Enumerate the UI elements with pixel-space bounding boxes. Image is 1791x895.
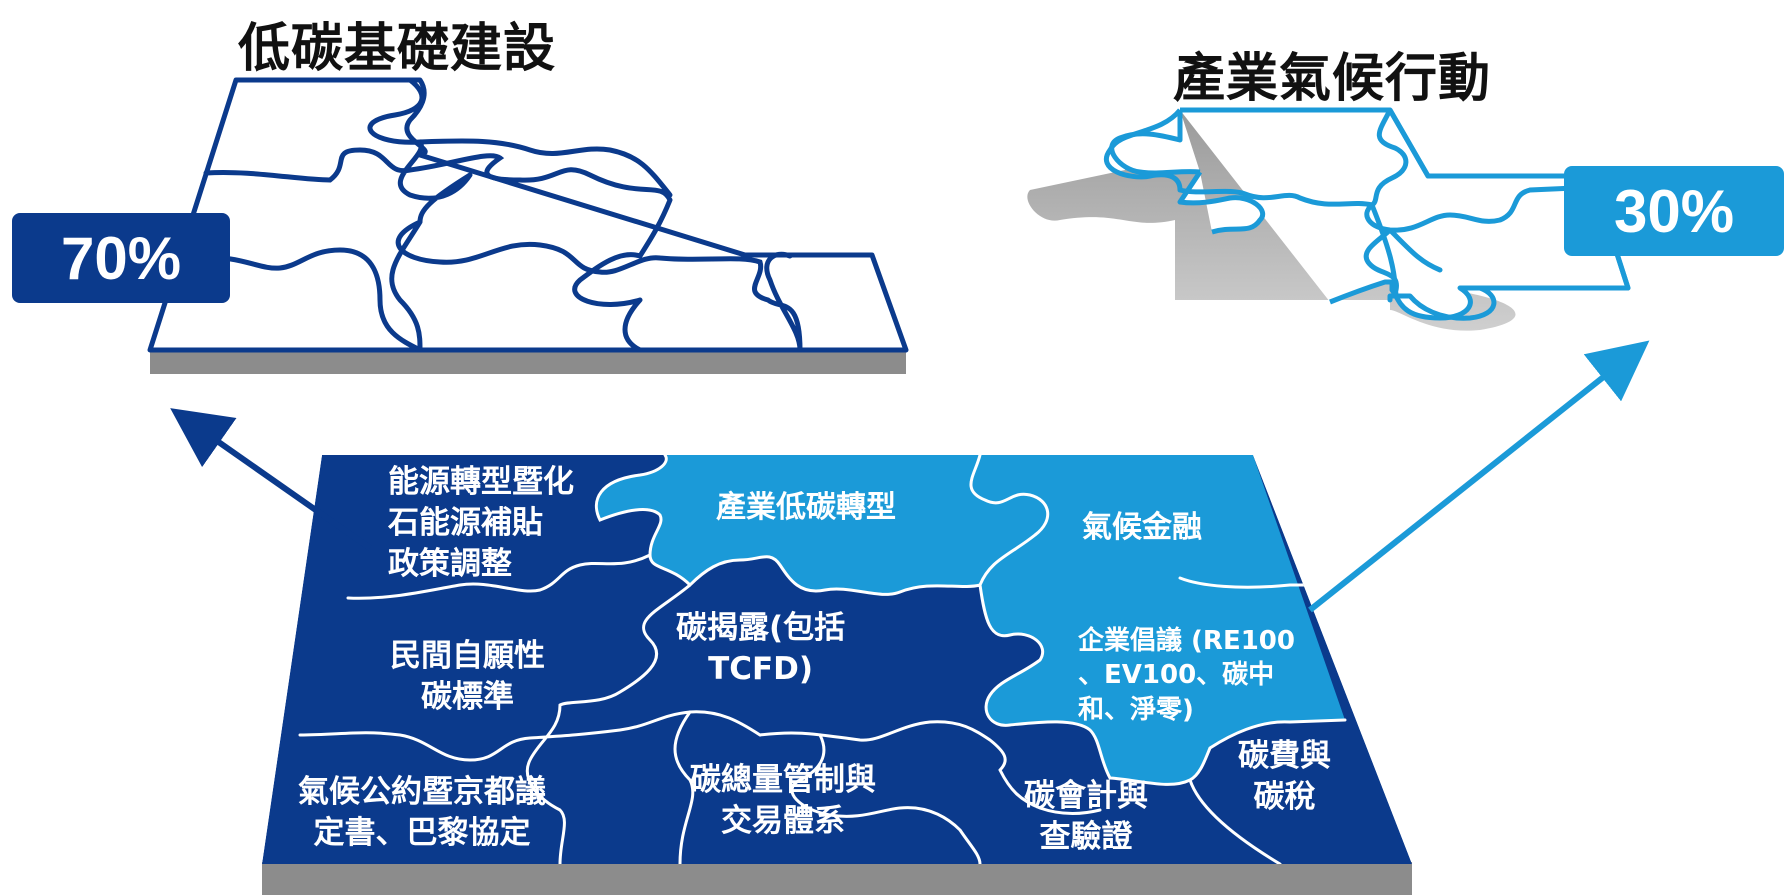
left-puzzle-base bbox=[150, 350, 906, 374]
left-percent-box bbox=[12, 213, 230, 303]
piece-disclosure-line1: 碳揭露(包括 bbox=[676, 610, 846, 646]
light-region-right bbox=[970, 455, 1345, 785]
piece-cap-and-trade: 碳總量管制與 交易體系 bbox=[690, 760, 876, 842]
piece-initiative-line2: 、EV100、碳中 bbox=[1078, 660, 1275, 691]
piece-energy-line2: 石能源補貼 bbox=[388, 504, 543, 541]
left-puzzle-board bbox=[150, 80, 906, 350]
piece-energy-line1: 能源轉型暨化 bbox=[388, 464, 574, 500]
light-region-industry bbox=[596, 455, 1048, 595]
piece-energy-line3: 政策調整 bbox=[388, 545, 512, 582]
left-percent-label: 70% bbox=[60, 224, 182, 292]
left-group-title: 低碳基礎建設 bbox=[238, 19, 557, 79]
piece-accounting-line1: 碳會計與 bbox=[1024, 778, 1148, 814]
right-puzzle-outline bbox=[1103, 107, 1631, 321]
piece-captrade-line1: 碳總量管制與 bbox=[690, 762, 876, 798]
right-group-title: 產業氣候行動 bbox=[1173, 49, 1492, 109]
right-percent-box bbox=[1564, 166, 1784, 256]
piece-voluntary-line2: 碳標準 bbox=[421, 678, 514, 715]
piece-tax-line2: 碳稅 bbox=[1253, 778, 1316, 815]
piece-industry-transition: 產業低碳轉型 bbox=[716, 488, 896, 528]
right-puzzle-seams bbox=[1363, 185, 1578, 299]
right-puzzle-board bbox=[1109, 107, 1631, 321]
piece-treaty-line1: 氣候公約暨京都議 bbox=[298, 774, 546, 810]
piece-captrade-line2: 交易體系 bbox=[721, 802, 845, 839]
piece-industry-line1: 產業低碳轉型 bbox=[716, 490, 896, 525]
piece-climate-treaty: 氣候公約暨京都議 定書、巴黎協定 bbox=[298, 772, 546, 854]
piece-carbon-tax: 碳費與 碳稅 bbox=[1238, 736, 1331, 818]
piece-initiative-line1: 企業倡議 (RE100 bbox=[1078, 626, 1295, 656]
left-outline-puzzle bbox=[147, 77, 909, 374]
piece-voluntary-line1: 民間自願性 bbox=[390, 638, 545, 674]
left-puzzle-seams bbox=[199, 77, 803, 353]
arrow-to-left-puzzle bbox=[170, 408, 372, 551]
main-puzzle-base bbox=[262, 862, 1412, 895]
piece-finance-line1: 氣候金融 bbox=[1082, 510, 1202, 545]
main-puzzle-seams bbox=[298, 455, 1347, 864]
right-percent-label: 30% bbox=[1613, 177, 1735, 245]
right-outline-puzzle bbox=[1027, 107, 1631, 331]
main-puzzle bbox=[262, 455, 1412, 895]
piece-tax-line1: 碳費與 bbox=[1238, 738, 1331, 774]
piece-initiative-line3: 和、淨零) bbox=[1078, 694, 1194, 725]
piece-accounting-line2: 查驗證 bbox=[1039, 818, 1133, 855]
piece-disclosure-line2: TCFD) bbox=[708, 650, 814, 687]
piece-corporate-initiative: 企業倡議 (RE100 、EV100、碳中 和、淨零) bbox=[1078, 624, 1295, 727]
piece-treaty-line2: 定書、巴黎協定 bbox=[313, 814, 531, 851]
piece-carbon-disclosure: 碳揭露(包括 TCFD) bbox=[676, 608, 845, 690]
piece-voluntary-standard: 民間自願性 碳標準 bbox=[390, 636, 545, 718]
piece-energy-transition: 能源轉型暨化 石能源補貼 政策調整 bbox=[388, 462, 574, 585]
arrow-to-right-puzzle bbox=[1308, 340, 1650, 613]
piece-carbon-accounting: 碳會計與 查驗證 bbox=[1024, 776, 1148, 858]
piece-climate-finance: 氣候金融 bbox=[1082, 508, 1202, 548]
